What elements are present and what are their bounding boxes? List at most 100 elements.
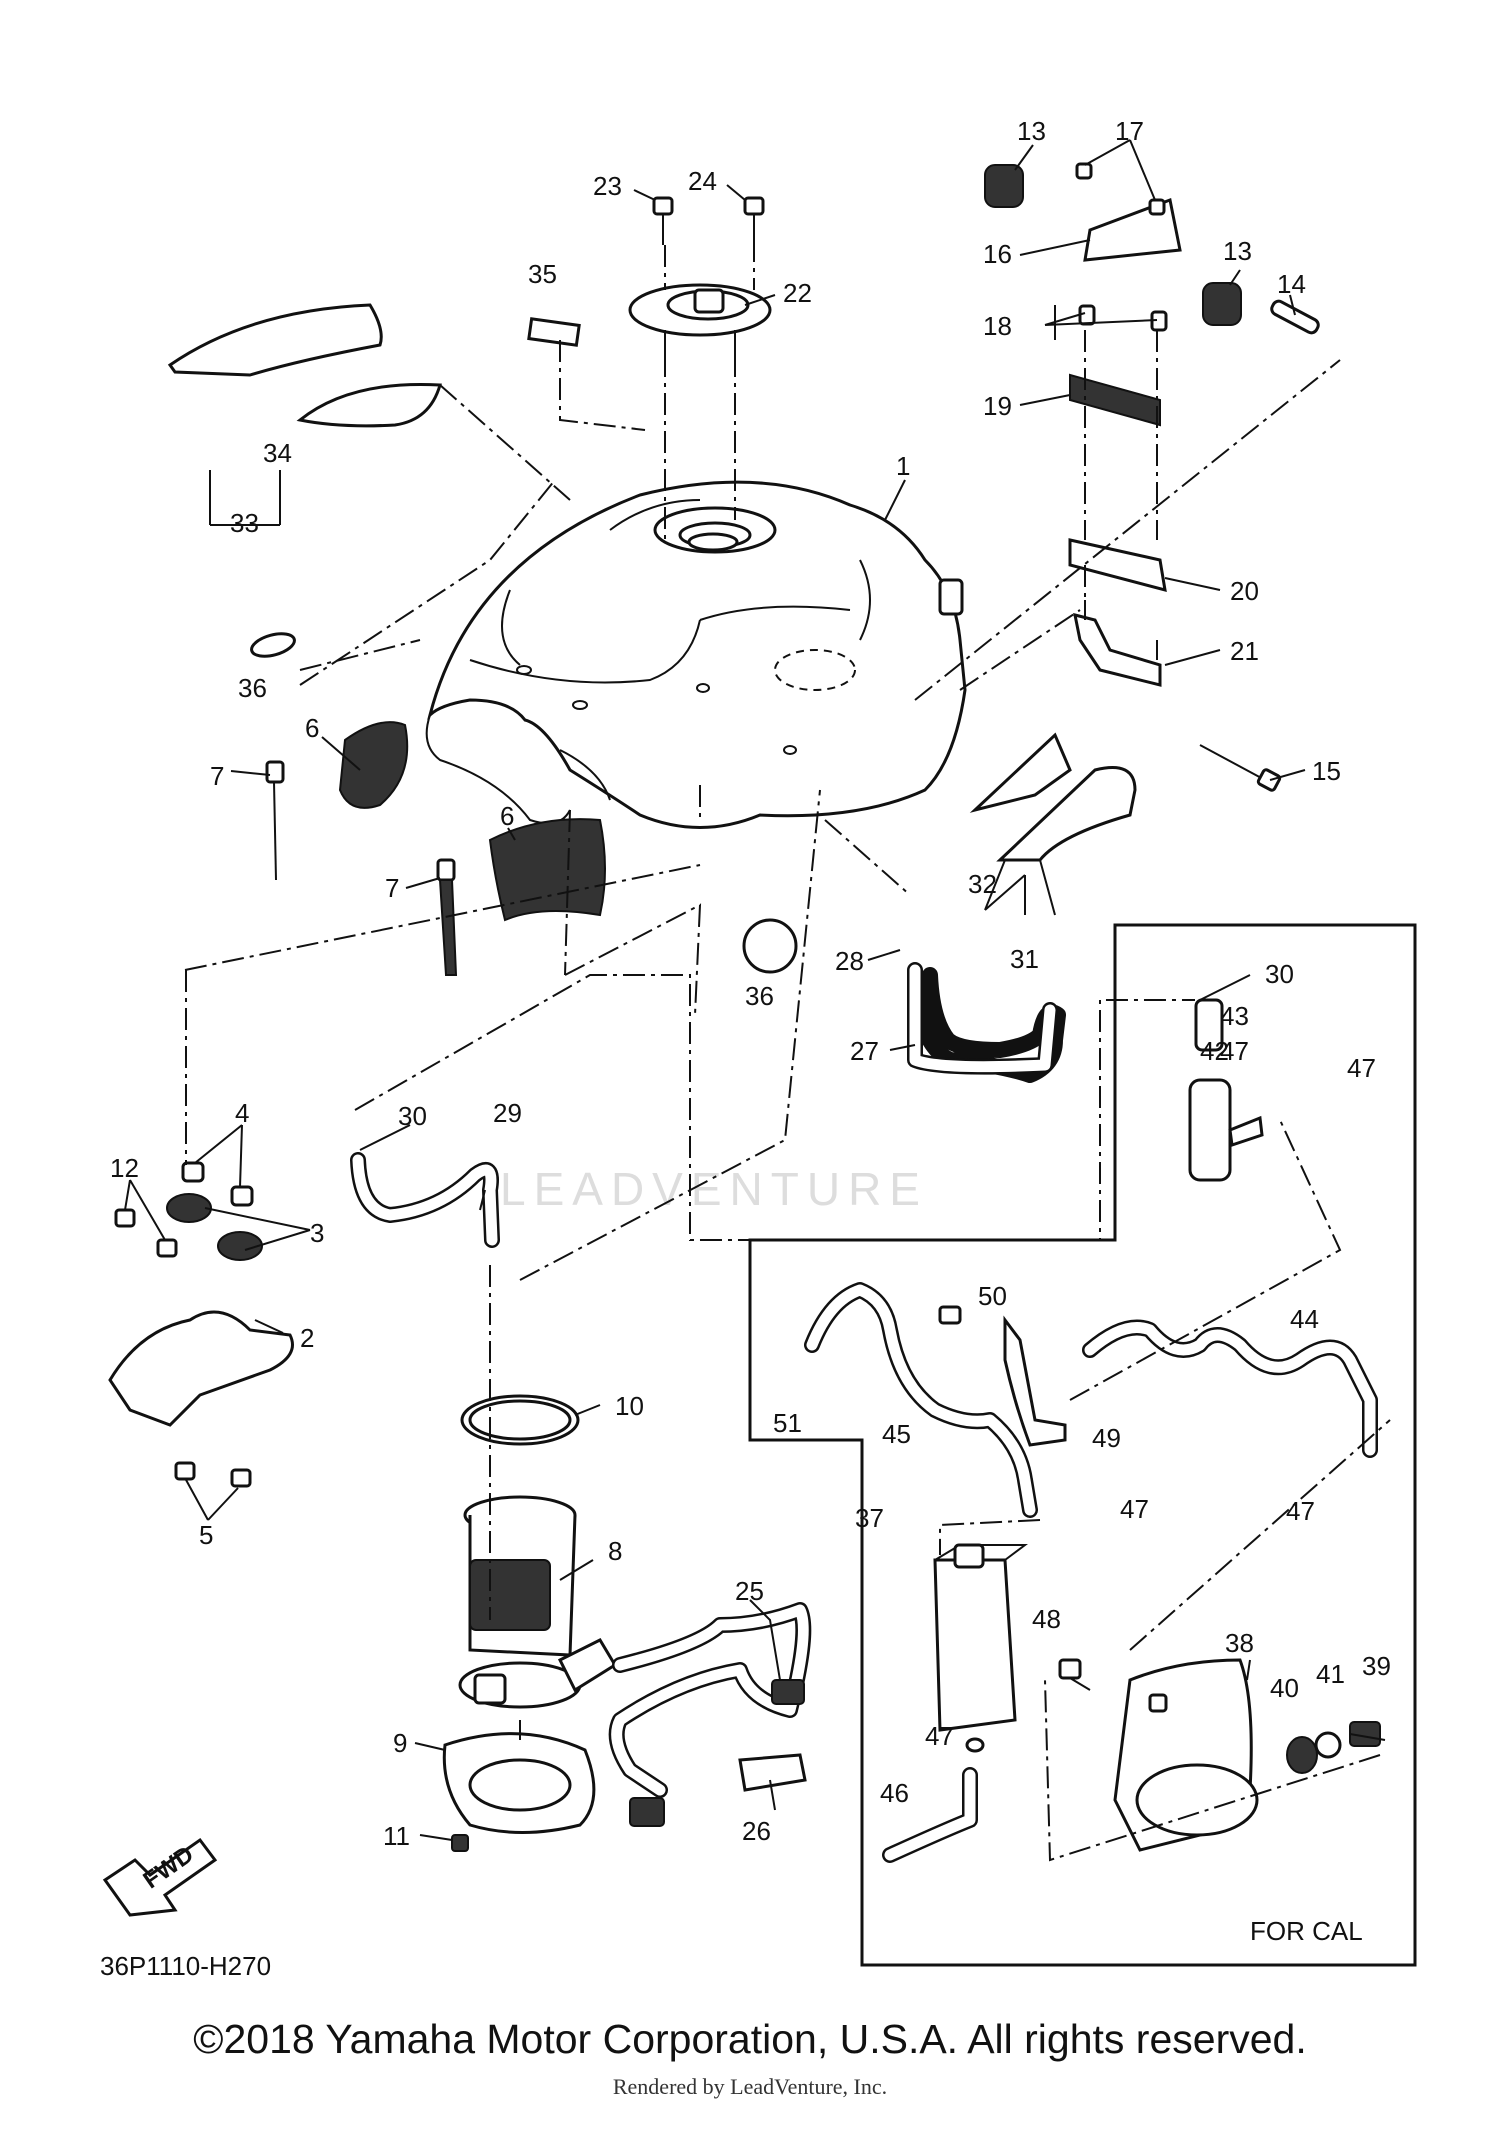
callout-number: 48 — [1032, 1604, 1061, 1634]
left-mount-bracket[interactable] — [108, 1161, 294, 1488]
dashed-leaders — [184, 240, 1391, 1862]
harness-clip[interactable] — [738, 1753, 807, 1792]
rendered-by-notice: Rendered by LeadVenture, Inc. — [612, 2074, 888, 2099]
for-cal-region: FOR CAL — [748, 923, 1417, 1967]
callout-number: 27 — [850, 1036, 879, 1066]
callout-number: 47 — [925, 1721, 954, 1751]
callout-number: 29 — [493, 1098, 522, 1128]
callout-number: 47 — [1220, 1036, 1249, 1066]
callout-leaders — [124, 139, 1306, 1841]
callout-number: 16 — [983, 239, 1012, 269]
callout-numbers: 1 2 3 4 5 6 6 7 7 8 9 10 11 12 13 13 14 … — [110, 116, 1391, 1851]
copyright-notice: ©2018 Yamaha Motor Corporation, U.S.A. A… — [193, 2016, 1307, 2062]
tank-cover-left[interactable] — [167, 303, 581, 428]
fuel-tank[interactable] — [425, 480, 967, 829]
hose-clamp-bracket[interactable] — [938, 1305, 1067, 1447]
pump-plate[interactable] — [442, 1732, 596, 1834]
callout-number: 40 — [1270, 1673, 1299, 1703]
callout-number: 36 — [745, 981, 774, 1011]
callout-number: 34 — [263, 438, 292, 468]
callout-number: 1 — [896, 451, 910, 481]
callout-number: 24 — [688, 166, 717, 196]
fwd-arrow: FWD — [102, 1837, 218, 1917]
callout-number: 19 — [983, 391, 1012, 421]
callout-number: 49 — [1092, 1423, 1121, 1453]
callout-number: 46 — [880, 1778, 909, 1808]
callout-number: 7 — [385, 873, 399, 903]
callout-number: 30 — [398, 1101, 427, 1131]
callout-number: 18 — [983, 311, 1012, 341]
callout-number: 44 — [1290, 1304, 1319, 1334]
callout-number: 8 — [608, 1536, 622, 1566]
callout-number: 25 — [735, 1576, 764, 1606]
callout-number: 4 — [235, 1098, 249, 1128]
callout-number: 47 — [1286, 1496, 1315, 1526]
part-code: 36P1110-H270 — [100, 1951, 271, 1981]
callout-number: 47 — [1347, 1053, 1376, 1083]
callout-number: 10 — [615, 1391, 644, 1421]
knee-pads[interactable] — [338, 721, 606, 922]
cable-ties[interactable] — [265, 760, 458, 976]
callout-number: 11 — [383, 1821, 410, 1851]
pump-bolt[interactable] — [451, 1834, 469, 1852]
callout-number: 41 — [1316, 1659, 1345, 1689]
filter-hose-short[interactable] — [1194, 998, 1224, 1052]
callout-number: 9 — [393, 1728, 407, 1758]
callout-number: 43 — [1220, 1001, 1249, 1031]
for-cal-label: FOR CAL — [1250, 1916, 1363, 1946]
mount-dampers[interactable] — [984, 162, 1320, 687]
callout-number: 42 — [1200, 1036, 1229, 1066]
canister-bolt[interactable] — [1058, 1658, 1091, 1691]
callout-number: 30 — [1265, 959, 1294, 989]
pump-wire-harness[interactable] — [608, 1602, 812, 1827]
callout-number: 20 — [1230, 576, 1259, 606]
canister-bracket[interactable] — [1113, 1658, 1259, 1852]
callout-number: 3 — [310, 1218, 324, 1248]
watermark: LEADVENTURE — [500, 1163, 928, 1215]
callout-number: 2 — [300, 1323, 314, 1353]
canister-grommet[interactable] — [1286, 1721, 1386, 1774]
callout-number: 50 — [978, 1281, 1007, 1311]
callout-number: 13 — [1223, 236, 1252, 266]
callout-number: 17 — [1115, 116, 1144, 146]
evap-hose-left[interactable] — [804, 1282, 1038, 1518]
callout-number: 38 — [1225, 1628, 1254, 1658]
callout-number: 45 — [882, 1419, 911, 1449]
callout-number: 39 — [1362, 1651, 1391, 1681]
callout-number: 6 — [305, 713, 319, 743]
canister[interactable] — [933, 1543, 1028, 1753]
callout-number: 36 — [238, 673, 267, 703]
fuel-filter[interactable] — [1188, 1078, 1264, 1182]
callout-number: 26 — [742, 1816, 771, 1846]
callout-number: 21 — [1230, 636, 1259, 666]
cap-bolts[interactable] — [652, 196, 765, 245]
callout-number: 22 — [783, 278, 812, 308]
tank-cover-right[interactable] — [969, 732, 1137, 862]
callout-number: 15 — [1312, 756, 1341, 786]
long-bolt[interactable] — [1199, 744, 1282, 792]
pump-gasket[interactable] — [460, 1394, 580, 1446]
callout-number: 37 — [855, 1503, 884, 1533]
evap-hose-right[interactable] — [1082, 1319, 1378, 1458]
callout-number: 23 — [593, 171, 622, 201]
callout-number: 6 — [500, 801, 514, 831]
callout-number: 51 — [773, 1408, 802, 1438]
callout-number: 13 — [1017, 116, 1046, 146]
callout-number: 32 — [968, 869, 997, 899]
filler-cap[interactable] — [628, 283, 772, 355]
callout-number: 14 — [1277, 269, 1306, 299]
callout-number: 33 — [230, 508, 259, 538]
fuel-pump[interactable] — [458, 1495, 618, 1709]
decal-circle[interactable] — [742, 918, 798, 974]
breather-hose[interactable] — [350, 1152, 500, 1248]
callout-number: 47 — [1120, 1494, 1149, 1524]
callout-number: 7 — [210, 761, 224, 791]
overflow-hose[interactable] — [907, 962, 1066, 1083]
callout-number: 5 — [199, 1520, 213, 1550]
callout-number: 35 — [528, 259, 557, 289]
decal-oval[interactable] — [249, 630, 297, 661]
callout-number: 12 — [110, 1153, 139, 1183]
callout-number: 28 — [835, 946, 864, 976]
drain-hose[interactable] — [882, 1767, 978, 1863]
